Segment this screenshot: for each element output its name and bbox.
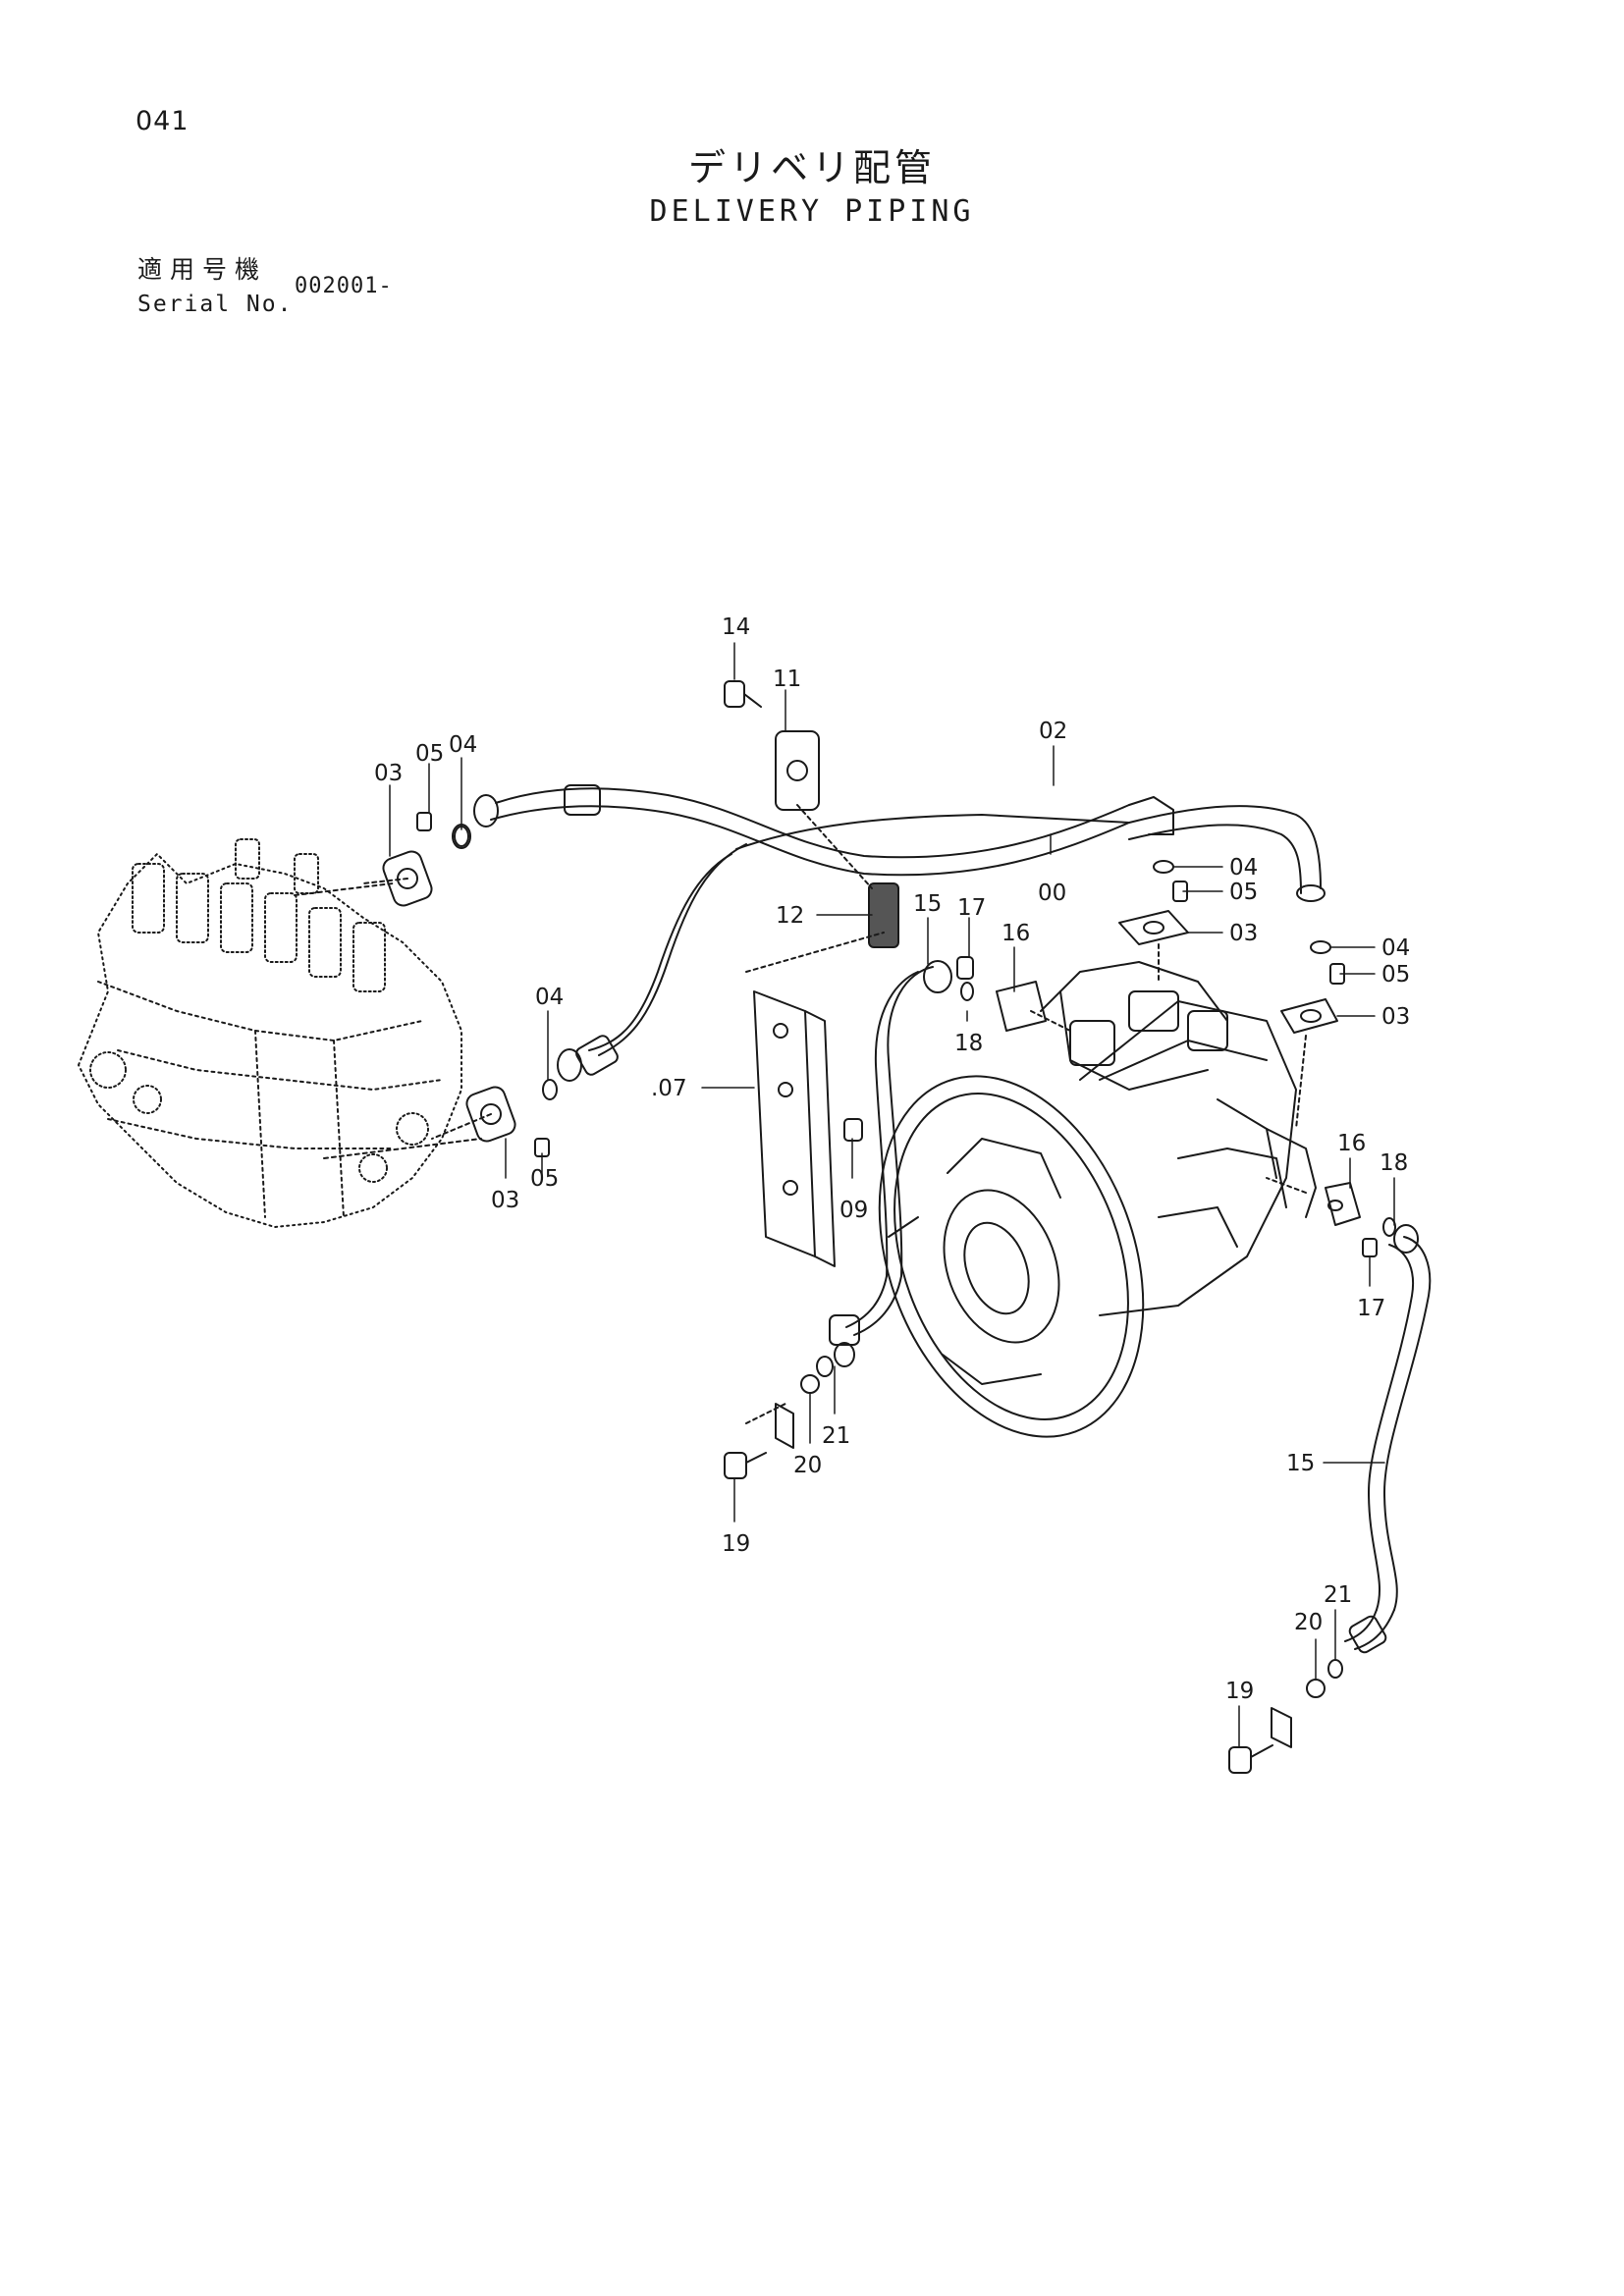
callout-label: 12 (776, 903, 804, 929)
page-number: 041 (135, 106, 189, 136)
callout-label: 16 (1337, 1131, 1366, 1156)
callout-label: 19 (1225, 1679, 1254, 1704)
lower-left-flange-drawing (431, 1079, 558, 1157)
control-valve-drawing (78, 838, 482, 1228)
title-english: DELIVERY PIPING (649, 194, 975, 229)
callout-label: 18 (1380, 1150, 1408, 1176)
callout-label: 20 (793, 1453, 822, 1478)
callout-labels: 14 11 02 03 05 04 00 04 05 03 15 17 16 1… (374, 614, 1410, 1704)
callout-label: 21 (822, 1423, 850, 1449)
leader-lines (389, 642, 1395, 1748)
callout-label: 02 (1039, 719, 1067, 744)
callout-label: 17 (957, 895, 986, 921)
callout-label: 15 (913, 891, 942, 917)
callout-label: 03 (1229, 921, 1258, 946)
serial-label-english: Serial No. (137, 292, 294, 317)
callout-label: 16 (1001, 921, 1030, 946)
callout-label: 05 (1381, 962, 1410, 988)
serial-value: 002001- (295, 274, 393, 298)
serial-label-japanese: 適用号機 (137, 255, 268, 284)
support-bracket-drawing (745, 932, 885, 1267)
callout-label: 19 (722, 1531, 750, 1557)
callout-label: 21 (1324, 1582, 1352, 1608)
callout-label: 04 (1229, 855, 1258, 881)
callout-label: 03 (491, 1188, 519, 1213)
callout-label: 05 (1229, 880, 1258, 905)
callout-label: 03 (1381, 1004, 1410, 1030)
callout-label: 04 (535, 985, 564, 1010)
pump-flange-lower-drawing (1280, 940, 1345, 1130)
callout-label: 20 (1294, 1610, 1323, 1635)
left-hose-drawing (829, 956, 1071, 1367)
callout-label: 00 (1038, 881, 1066, 906)
delivery-pipe-drawing (452, 784, 1326, 1082)
callout-label: 15 (1286, 1451, 1315, 1476)
hydraulic-pump-drawing (878, 961, 1317, 1438)
callout-label: 04 (1381, 935, 1410, 961)
right-hose-drawing (1266, 1177, 1432, 1654)
callout-label: 18 (954, 1031, 983, 1056)
callout-label: 11 (773, 667, 801, 692)
callout-label: 03 (374, 761, 403, 786)
upper-left-flange-drawing (362, 812, 469, 907)
callout-label: 17 (1357, 1296, 1385, 1321)
lower-left-fasteners-drawing (724, 1356, 834, 1479)
callout-label: 05 (415, 741, 444, 767)
callout-label: 09 (839, 1198, 868, 1223)
callout-label: 05 (530, 1166, 559, 1192)
pipe-clamp-drawing (724, 680, 899, 948)
callout-label: .07 (651, 1076, 687, 1101)
callout-label: 04 (449, 732, 477, 758)
callout-label: 14 (722, 614, 750, 640)
title-japanese: デリベリ配管 (687, 146, 936, 189)
lower-right-fasteners-drawing (1228, 1659, 1343, 1774)
